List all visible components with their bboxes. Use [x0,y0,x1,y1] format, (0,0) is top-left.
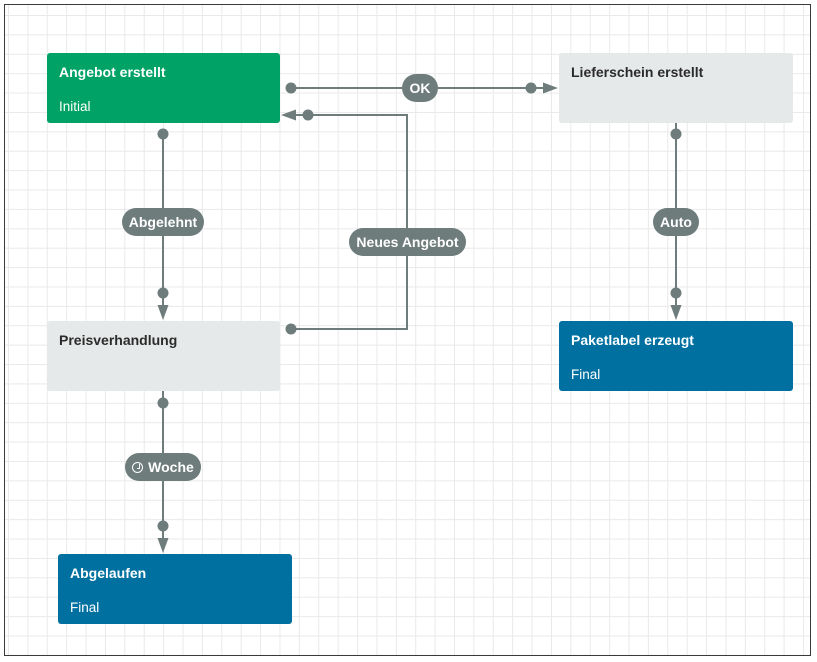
state-subtitle: Final [571,367,601,382]
transition-label-woche[interactable]: Woche [125,453,201,481]
edge-neues-angebot [291,114,408,330]
transition-label-text: Woche [148,459,194,475]
state-title: Paketlabel erzeugt [571,332,694,348]
edge-abgelehnt-arrowhead [157,305,169,320]
state-lieferschein-erstellt[interactable]: Lieferschein erstellt [559,53,793,123]
edge-ok-end-dot [525,82,537,94]
transition-label-auto[interactable]: Auto [653,208,699,236]
transition-label-abgelehnt[interactable]: Abgelehnt [122,208,204,236]
edge-auto-end-dot [670,287,682,299]
state-title: Abgelaufen [70,565,147,581]
state-title: Angebot erstellt [59,64,166,80]
state-paketlabel-erzeugt[interactable]: Paketlabel erzeugt Final [559,321,793,391]
state-angebot-erstellt[interactable]: Angebot erstellt Initial [47,53,280,123]
edge-neues-angebot-end-dot [302,109,314,121]
edge-auto-start-dot [670,128,682,140]
edge-woche-arrowhead [157,538,169,553]
state-title: Lieferschein erstellt [571,64,704,80]
state-subtitle: Initial [59,99,91,114]
transition-label-text: Auto [660,214,692,230]
edge-auto-arrowhead [670,305,682,320]
transition-label-ok[interactable]: OK [402,74,438,102]
edge-ok-start-dot [285,82,297,94]
state-title: Preisverhandlung [59,332,178,348]
state-subtitle: Final [70,600,100,615]
transition-label-neues-angebot[interactable]: Neues Angebot [349,228,466,256]
state-abgelaufen[interactable]: Abgelaufen Final [58,554,292,624]
transition-label-text: Neues Angebot [356,234,459,250]
edge-ok-arrowhead [543,82,558,94]
edge-neues-angebot-arrowhead [281,109,296,121]
edge-abgelehnt-start-dot [157,128,169,140]
transition-label-text: OK [409,80,431,96]
edge-abgelehnt-end-dot [157,287,169,299]
edge-neues-angebot-start-dot [285,323,297,335]
edge-woche-start-dot [157,397,169,409]
clock-icon [132,462,144,473]
edge-woche-end-dot [157,520,169,532]
state-preisverhandlung[interactable]: Preisverhandlung [47,321,280,391]
transition-label-text: Abgelehnt [128,214,198,230]
